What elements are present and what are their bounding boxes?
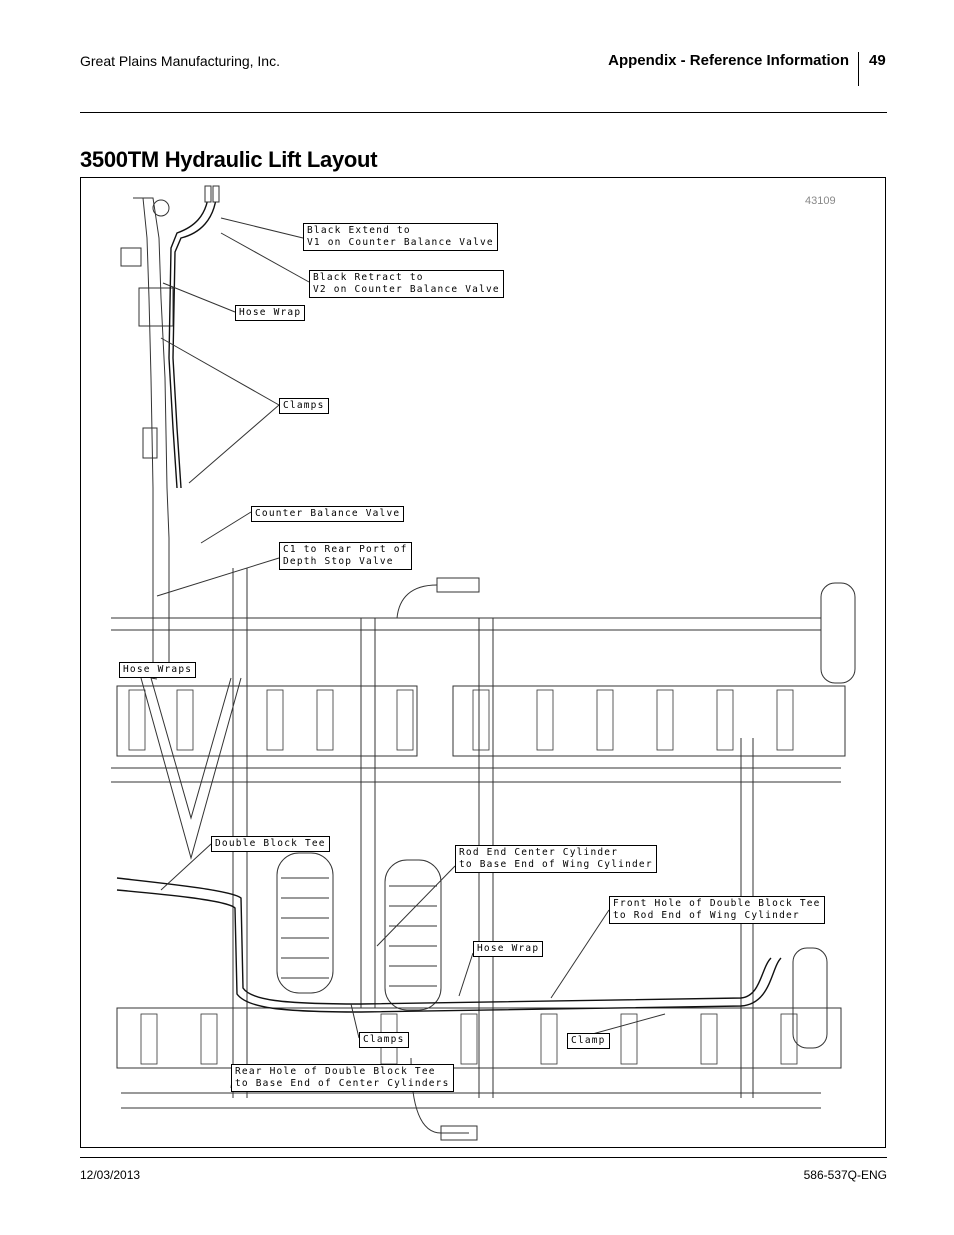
callout-black-extend: Black Extend to V1 on Counter Balance Va… — [303, 223, 498, 251]
callout-clamps-bottom: Clamps — [359, 1032, 409, 1048]
callout-hose-wrap-top: Hose Wrap — [235, 305, 306, 321]
footer-date: 12/03/2013 — [80, 1168, 141, 1182]
callout-double-block-tee: Double Block Tee — [211, 836, 330, 852]
footer-rule — [80, 1157, 887, 1158]
callout-hose-wrap-bottom: Hose Wrap — [473, 941, 544, 957]
callout-hose-wraps: Hose Wraps — [119, 662, 197, 678]
callout-counter-balance-valve: Counter Balance Valve — [251, 506, 405, 522]
figure-number: 43109 — [805, 195, 836, 207]
header-company: Great Plains Manufacturing, Inc. — [80, 53, 280, 69]
callout-front-hole: Front Hole of Double Block Tee to Rod En… — [609, 896, 825, 924]
header-section: Appendix - Reference Information — [608, 52, 849, 69]
callout-black-retract: Black Retract to V2 on Counter Balance V… — [309, 270, 504, 298]
header-rule — [80, 112, 887, 113]
page-title: 3500TM Hydraulic Lift Layout — [80, 147, 378, 172]
callout-c1-rear-port: C1 to Rear Port of Depth Stop Valve — [279, 542, 412, 570]
hydraulic-layout-figure: 43109 Black Extend to V1 on Counter Bala… — [80, 177, 886, 1148]
callout-clamps-top: Clamps — [279, 398, 329, 414]
callout-clamp: Clamp — [567, 1033, 610, 1049]
header-divider — [858, 52, 859, 86]
footer-doc-number: 586-537Q-ENG — [803, 1168, 887, 1182]
page-number: 49 — [869, 52, 886, 69]
callout-rear-hole: Rear Hole of Double Block Tee to Base En… — [231, 1064, 454, 1092]
callout-rod-end-center: Rod End Center Cylinder to Base End of W… — [455, 845, 657, 873]
hydraulic-drawing — [111, 185, 856, 1141]
